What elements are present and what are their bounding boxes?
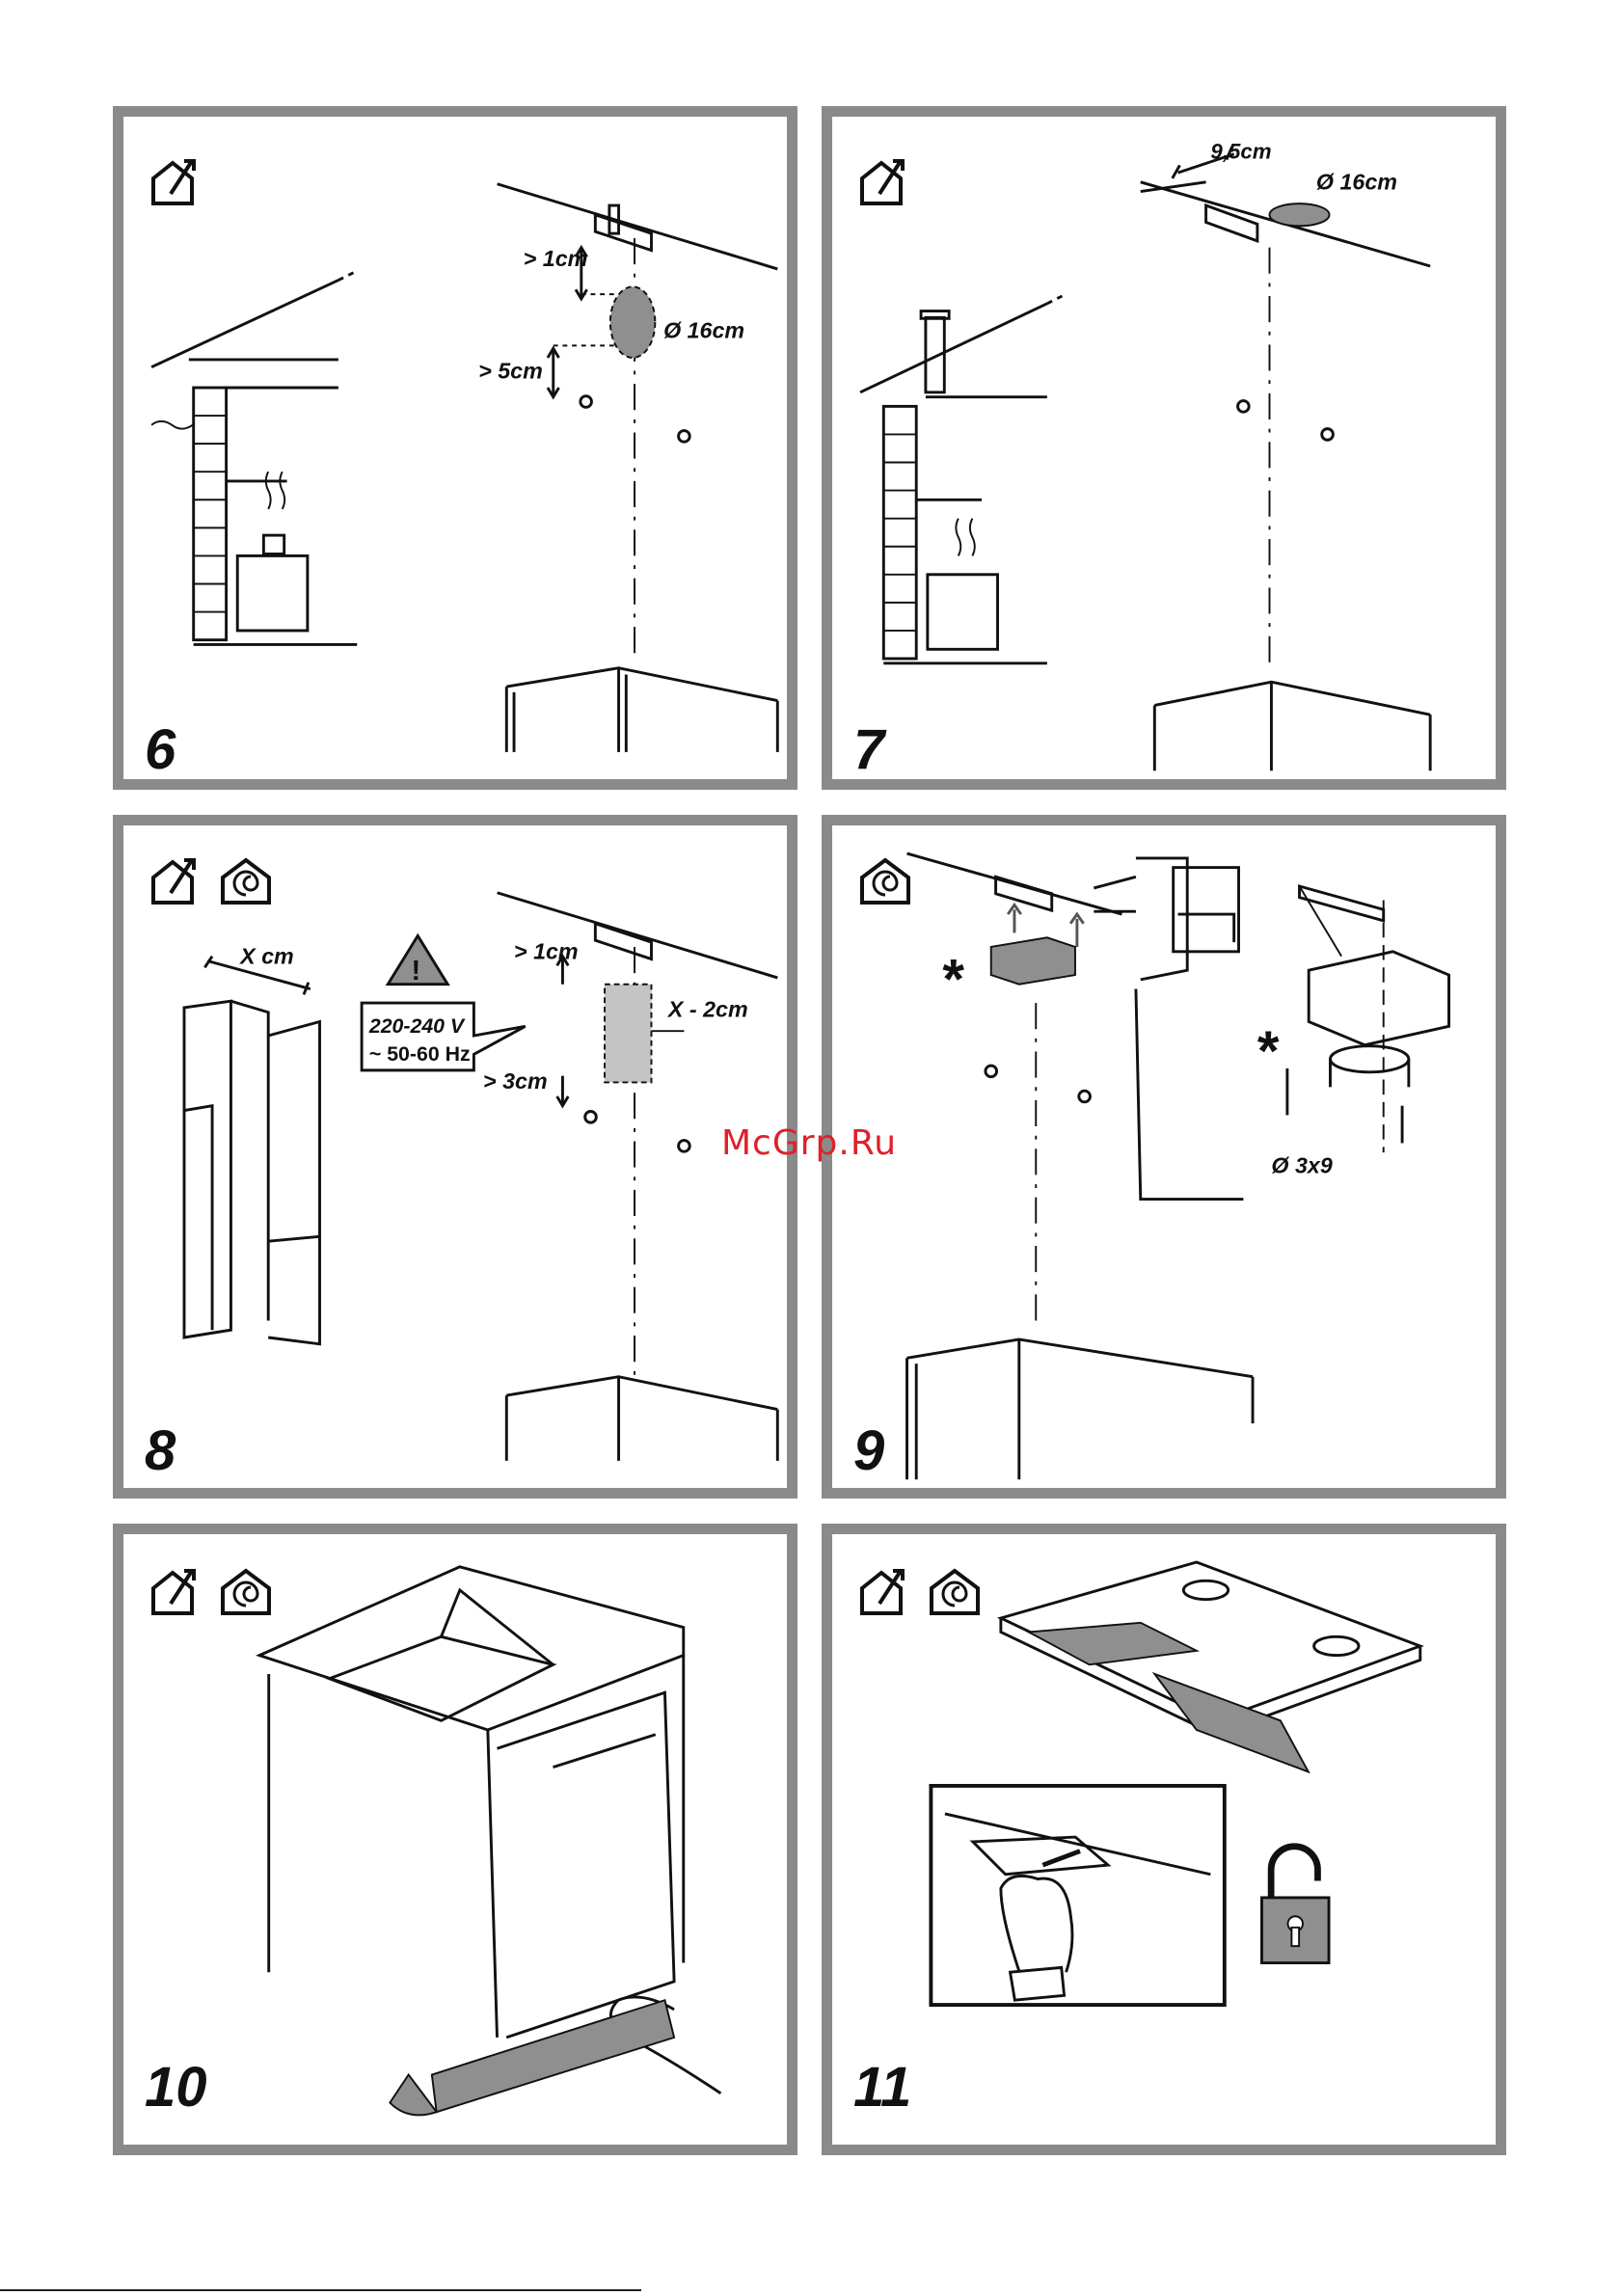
step-7-number: 7 <box>853 722 884 778</box>
step-9-number: 9 <box>853 1423 884 1479</box>
width-label: X cm <box>238 943 294 968</box>
step-8-mode-icons <box>148 852 277 908</box>
warning-triangle-icon: ! <box>388 935 447 986</box>
screw-gap-label: > 3cm <box>483 1068 548 1094</box>
recirculation-house-icon <box>217 852 277 908</box>
step-6-panel: > 1cm Ø 16cm > 5cm 6 <box>113 106 797 790</box>
step-11-panel: 11 <box>822 1524 1506 2155</box>
ducted-extraction-house-icon <box>148 852 207 908</box>
step-8-illustration: ! X cm > 1cm 220-240 V ~ 50-60 Hz X - 2c… <box>123 825 787 1488</box>
step-10-panel: 10 <box>113 1524 797 2155</box>
step-6-illustration: > 1cm Ø 16cm > 5cm <box>123 117 787 779</box>
step-6-number: 6 <box>145 722 176 778</box>
screw-size-label: Ø 3x9 <box>1271 1152 1332 1177</box>
asterisk-marker: * <box>942 948 964 1011</box>
ducted-extraction-house-icon <box>148 153 207 209</box>
duct-diameter-label: Ø 16cm <box>663 318 744 343</box>
step-9-panel: * * Ø 3x9 9 <box>822 815 1506 1499</box>
open-padlock-icon <box>1261 1847 1329 1963</box>
step-7-panel: 9,5cm Ø 16cm 7 <box>822 106 1506 790</box>
step-9-illustration: * * Ø 3x9 <box>832 825 1496 1488</box>
step-10-mode-icons <box>148 1563 277 1619</box>
step-11-illustration <box>832 1534 1496 2145</box>
recirculation-house-icon <box>926 1563 986 1619</box>
frequency-label: ~ 50-60 Hz <box>369 1042 471 1066</box>
step-10-illustration <box>123 1534 787 2145</box>
offset-label: 9,5cm <box>1210 140 1271 164</box>
voltage-label: 220-240 V <box>368 1014 466 1038</box>
step-11-number: 11 <box>853 2060 911 2116</box>
step-11-mode-icons <box>856 1563 986 1619</box>
svg-text:!: ! <box>411 956 420 986</box>
top-gap-label: > 1cm <box>524 246 588 271</box>
asterisk-marker: * <box>1257 1020 1280 1083</box>
step-6-mode-icons <box>148 153 207 209</box>
step-7-mode-icons <box>856 153 916 209</box>
duct-diameter-label: Ø 16cm <box>1316 170 1397 195</box>
recirculation-house-icon <box>856 852 916 908</box>
step-10-number: 10 <box>145 2060 207 2116</box>
step-8-number: 8 <box>145 1423 176 1479</box>
page-footer-rule <box>0 2289 641 2291</box>
ducted-extraction-house-icon <box>856 153 916 209</box>
watermark: McGrp.Ru <box>721 1123 897 1163</box>
step-8-panel: ! X cm > 1cm 220-240 V ~ 50-60 Hz X - 2c… <box>113 815 797 1499</box>
recirculation-house-icon <box>217 1563 277 1619</box>
step-9-mode-icons <box>856 852 916 908</box>
ducted-extraction-house-icon <box>856 1563 916 1619</box>
step-7-illustration: 9,5cm Ø 16cm <box>832 117 1496 779</box>
screw-gap-label: > 5cm <box>478 358 543 383</box>
outlet-width-label: X - 2cm <box>666 997 748 1022</box>
ducted-extraction-house-icon <box>148 1563 207 1619</box>
top-gap-label: > 1cm <box>514 939 579 964</box>
